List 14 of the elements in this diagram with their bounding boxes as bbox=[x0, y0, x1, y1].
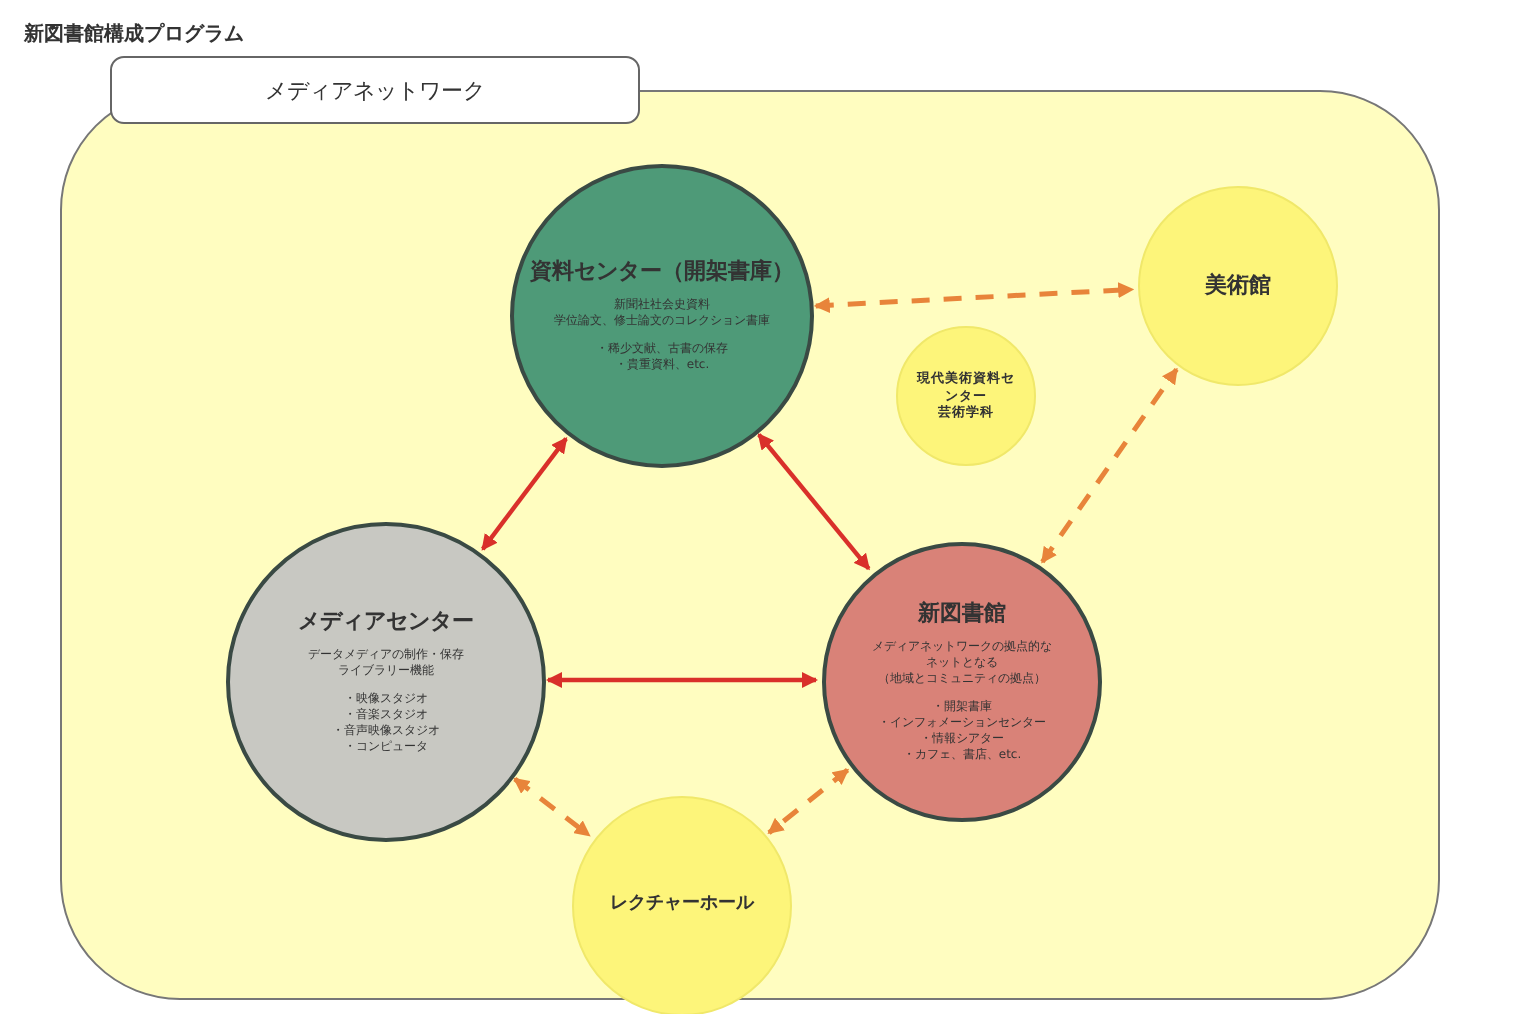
arrow bbox=[512, 775, 590, 837]
circle-heading: 美術館 bbox=[1205, 272, 1271, 300]
circle-heading: 新図書館 bbox=[918, 599, 1006, 628]
arrow bbox=[812, 281, 1134, 313]
heading-tab: メディアネットワーク bbox=[110, 56, 640, 124]
arrow bbox=[480, 435, 567, 550]
circle-heading: メディアセンター bbox=[298, 607, 474, 636]
title: 新図書館構成プログラム bbox=[24, 20, 244, 48]
arrow bbox=[1039, 366, 1178, 563]
circle-heading: レクチャーホール bbox=[610, 894, 754, 918]
arrow bbox=[766, 767, 849, 834]
circle-heading: 資料センター（開架書庫） bbox=[530, 257, 794, 286]
arrow bbox=[756, 432, 870, 570]
arrow bbox=[545, 671, 817, 687]
